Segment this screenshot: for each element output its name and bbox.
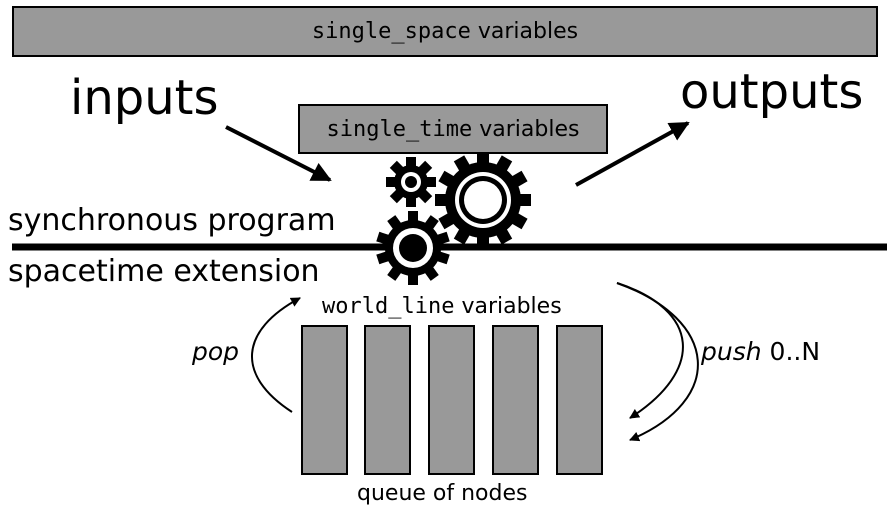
- bottom-gear-icon: [376, 211, 450, 285]
- push-arrow-1: [616, 282, 684, 419]
- queue-of-nodes-label: queue of nodes: [357, 481, 528, 506]
- spacetime-extension-label: spacetime extension: [8, 254, 320, 289]
- single-time-suffix: variables: [472, 116, 580, 142]
- queue-node-2: [364, 325, 411, 475]
- pop-label: pop: [192, 337, 240, 366]
- single-space-suffix: variables: [470, 19, 579, 44]
- outputs-arrow: [575, 121, 690, 187]
- push-label: push 0..N: [701, 337, 820, 366]
- queue-node-3: [428, 325, 475, 475]
- single-space-code: single_space: [311, 19, 471, 44]
- world-line-variables-label: world_line variables: [322, 294, 562, 319]
- world-line-suffix: variables: [454, 294, 562, 319]
- world-line-code: world_line: [322, 294, 455, 319]
- push-count: 0..N: [761, 337, 821, 366]
- inputs-arrow: [225, 125, 332, 182]
- single-time-code: single_time: [326, 116, 473, 142]
- outputs-label: outputs: [680, 64, 864, 120]
- single-time-variables-box: single_time variables: [298, 104, 608, 154]
- small-gear-icon: [386, 157, 436, 207]
- inputs-label: inputs: [70, 70, 219, 126]
- large-gear-icon: [435, 152, 531, 248]
- queue-node-4: [492, 325, 539, 475]
- synchronous-program-label: synchronous program: [8, 203, 336, 238]
- queue-node-1: [301, 325, 348, 475]
- pop-arrow: [251, 297, 301, 413]
- push-word: push: [701, 337, 762, 366]
- single-space-variables-box: single_space variables: [12, 6, 878, 57]
- queue-node-5: [556, 325, 603, 475]
- push-arrow-2: [616, 282, 699, 442]
